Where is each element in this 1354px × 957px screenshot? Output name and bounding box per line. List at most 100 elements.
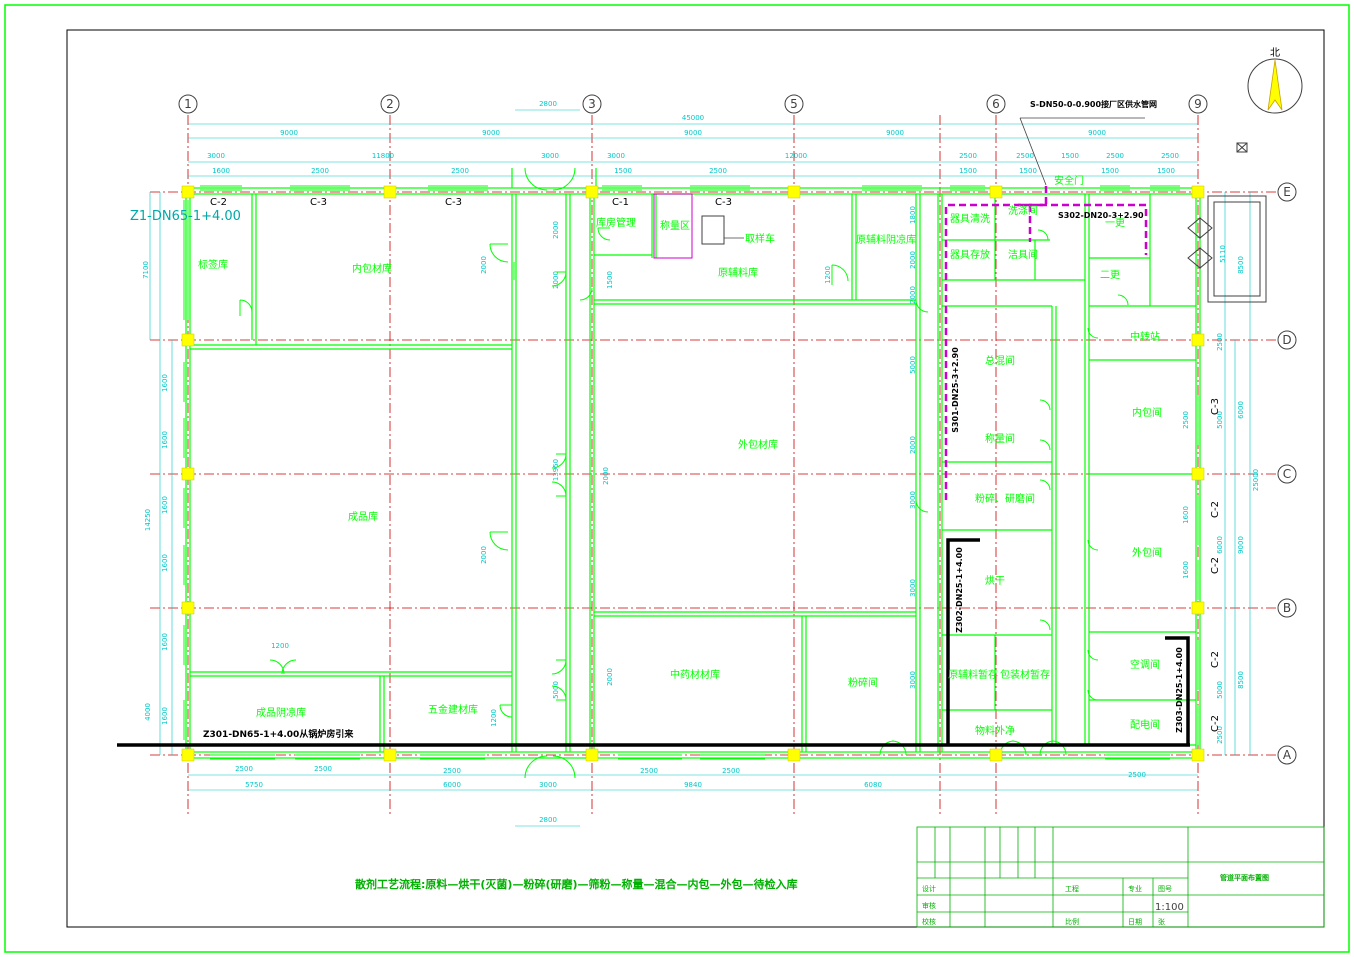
pipe-boiler-label: Z301-DN65-1+4.00从锅炉房引来 (203, 728, 354, 740)
room-pkg-temp: 包装材暂存 (1000, 668, 1050, 681)
right-axis-bubbles: E D C B A (1277, 182, 1297, 765)
svg-text:2000: 2000 (909, 286, 917, 304)
svg-text:2800: 2800 (539, 100, 557, 108)
svg-text:1600: 1600 (161, 554, 169, 572)
pipe-z302-label: Z302-DN25-1+4.00 (955, 547, 964, 633)
axis-label-2: 2 (386, 97, 394, 111)
svg-text:2500: 2500 (1216, 333, 1224, 351)
svg-text:1600: 1600 (1182, 561, 1190, 579)
svg-text:C-3: C-3 (715, 197, 732, 208)
axis-label-3: 3 (588, 97, 596, 111)
room-change-2: 二更 (1100, 269, 1120, 281)
title-block-cells: 设计 校核 审核 工程 专业 图号 比例 日期 张 (922, 884, 1172, 926)
inner-border (66, 29, 1325, 928)
room-finished-store: 成品库 (348, 510, 378, 523)
svg-text:8500: 8500 (1237, 671, 1245, 689)
svg-text:C-2: C-2 (1210, 557, 1221, 574)
svg-text:9000: 9000 (482, 129, 500, 137)
svg-text:5000: 5000 (1216, 411, 1224, 429)
room-mixing: 总混间 (985, 354, 1015, 367)
svg-text:设计: 设计 (922, 884, 936, 893)
svg-text:4000: 4000 (144, 703, 152, 721)
pipe-s301-label: S301-DN25-3+2.90 (951, 347, 960, 433)
svg-text:2500: 2500 (451, 167, 469, 175)
svg-text:1800: 1800 (909, 206, 917, 224)
svg-text:5750: 5750 (245, 781, 263, 789)
pipe-z303-label: Z303-DN25-1+4.00 (1175, 647, 1184, 733)
room-drying: 烘干 (985, 575, 1005, 587)
svg-text:图号: 图号 (1158, 885, 1172, 893)
svg-text:2500: 2500 (235, 765, 253, 773)
dimension-lines (149, 109, 1251, 827)
pipe-labels: Z1-DN65-1+4.00 S-DN50-0-0.900接厂区供水管网 S30… (130, 99, 1184, 740)
window-tags: C-2 C-3 C-3 C-1 C-3 C-3 C-2 C-2 C-2 C-2 (210, 197, 1221, 732)
svg-text:2500: 2500 (1016, 152, 1034, 160)
svg-text:1600: 1600 (161, 707, 169, 725)
svg-text:2000: 2000 (606, 668, 614, 686)
svg-text:6080: 6080 (864, 781, 882, 789)
svg-text:C-2: C-2 (210, 197, 227, 208)
svg-text:1600: 1600 (161, 431, 169, 449)
north-label: 北 (1270, 47, 1280, 59)
room-material-clean: 物料外净 (975, 724, 1015, 737)
svg-text:1200: 1200 (490, 709, 498, 727)
dimension-labels: 45000 9000 9000 9000 9000 9000 2800 1180… (142, 100, 1260, 824)
svg-text:1500: 1500 (1157, 167, 1175, 175)
svg-text:9000: 9000 (1237, 536, 1245, 554)
axis-label-9: 9 (1194, 97, 1202, 111)
room-aux-store: 原辅料库 (718, 266, 758, 279)
svg-text:张: 张 (1158, 917, 1165, 926)
svg-text:9840: 9840 (684, 781, 702, 789)
svg-text:2500: 2500 (709, 167, 727, 175)
svg-text:9000: 9000 (1088, 129, 1106, 137)
axis-label-E: E (1283, 185, 1291, 199)
svg-text:1200: 1200 (271, 642, 289, 650)
svg-text:8500: 8500 (1237, 256, 1245, 274)
room-weighing: 称量间 (985, 432, 1015, 445)
svg-text:2800: 2800 (539, 816, 557, 824)
room-finished-cold: 成品阴凉库 (256, 706, 306, 719)
svg-text:1500: 1500 (1101, 167, 1119, 175)
room-aux-cold: 原辅料阴凉库 (856, 233, 916, 246)
svg-text:1500: 1500 (1061, 152, 1079, 160)
svg-text:9000: 9000 (886, 129, 904, 137)
room-cleaning-tools: 洁具间 (1008, 248, 1038, 261)
svg-text:C-2: C-2 (1210, 651, 1221, 668)
svg-text:5000: 5000 (552, 681, 560, 699)
svg-text:1200: 1200 (824, 266, 832, 284)
room-herb-store: 中药材材库 (670, 668, 720, 681)
svg-text:2500: 2500 (722, 767, 740, 775)
svg-text:2500: 2500 (443, 767, 461, 775)
axis-label-1: 1 (184, 97, 192, 111)
room-warehouse-mgmt: 库房管理 (596, 216, 636, 229)
title-block-scale: 1:100 (1155, 902, 1184, 913)
svg-text:11800: 11800 (372, 152, 394, 160)
room-sampling-cart: 取样车 (745, 232, 775, 245)
svg-text:1500: 1500 (1019, 167, 1037, 175)
outer-border (4, 4, 1350, 953)
room-tool-storage: 器具存放 (950, 248, 990, 261)
svg-text:3000: 3000 (207, 152, 225, 160)
svg-text:13950: 13950 (552, 459, 560, 481)
svg-text:3000: 3000 (909, 579, 917, 597)
svg-text:1600: 1600 (161, 374, 169, 392)
svg-text:3000: 3000 (909, 491, 917, 509)
room-change-1: 一更 (1105, 217, 1125, 229)
svg-text:比例: 比例 (1065, 917, 1079, 926)
svg-text:C-3: C-3 (445, 197, 462, 208)
axis-label-D: D (1282, 333, 1291, 347)
safety-door-label: 安全门 (1054, 174, 1084, 187)
svg-text:审核: 审核 (922, 901, 936, 910)
room-label-store: 标签库 (198, 258, 228, 271)
svg-text:3000: 3000 (909, 671, 917, 689)
svg-text:专业: 专业 (1128, 884, 1142, 893)
svg-text:5000: 5000 (1216, 681, 1224, 699)
room-inner-pkg-store: 内包材库 (352, 262, 392, 275)
svg-text:9000: 9000 (280, 129, 298, 137)
svg-text:1500: 1500 (606, 271, 614, 289)
title-block (916, 826, 1325, 928)
svg-text:3000: 3000 (539, 781, 557, 789)
room-aux-temp: 原辅料暂存 (948, 668, 998, 681)
svg-text:2500: 2500 (1182, 411, 1190, 429)
axis-label-5: 5 (790, 97, 798, 111)
